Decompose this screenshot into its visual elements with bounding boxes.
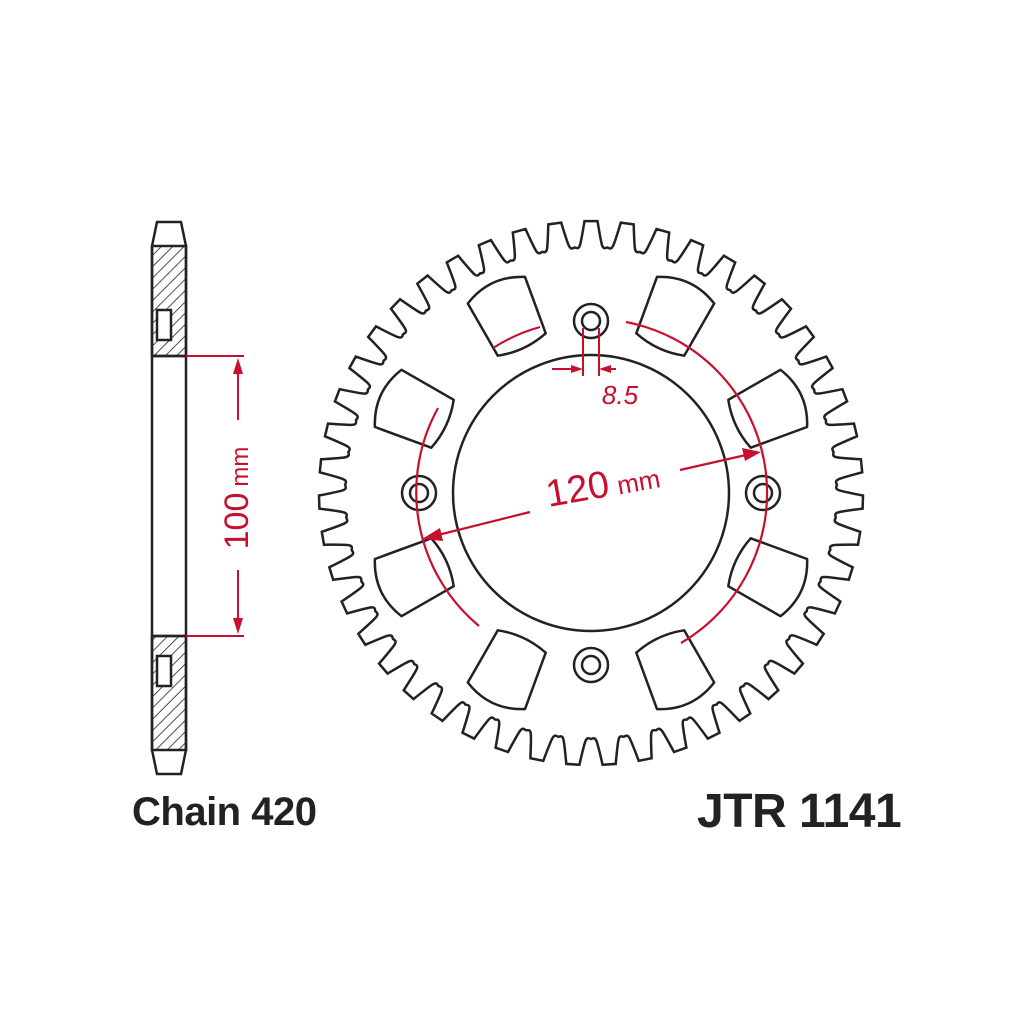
side-profile-view [150, 220, 188, 776]
bolt-hole-boss [572, 302, 610, 340]
lightening-cutout [373, 537, 455, 618]
chain-size-caption: Chain 420 [132, 790, 317, 834]
bolt-hole [580, 654, 602, 676]
bolt-hole-label: 8.5 [602, 380, 639, 410]
lightening-cutouts [373, 275, 809, 711]
bolt-circle-arc-right [625, 320, 769, 644]
bolt-hole-boss [744, 474, 782, 512]
lightening-cutout [727, 368, 809, 449]
side-profile-outline [150, 220, 188, 776]
bolt-hole [752, 482, 774, 504]
lightening-cutout [727, 537, 809, 618]
bolt-holes [400, 302, 782, 684]
sprocket-front-view [317, 219, 865, 767]
center-bore [451, 353, 731, 633]
side-hatch-lower [150, 634, 188, 752]
sprocket-teeth-outline [317, 219, 865, 767]
part-number-caption: JTR 1141 [697, 785, 902, 838]
lightening-cutout [466, 629, 547, 711]
bolt-hole-boss [572, 646, 610, 684]
lightening-cutout [373, 368, 455, 449]
bolt-hole [408, 482, 430, 504]
bolt-hole-boss [400, 474, 438, 512]
hub-height-dimension [186, 355, 244, 637]
side-bolt-notch-lower [155, 654, 173, 688]
bolt-circle-arc-top-left [492, 325, 541, 349]
bolt-hole [580, 310, 602, 332]
bolt-circle-arc-left [415, 407, 480, 627]
bolt-hole-dimension [552, 328, 616, 376]
bolt-circle-arcs [415, 320, 769, 644]
lightening-cutout [466, 275, 547, 357]
lightening-cutout [635, 275, 716, 357]
center-bore-dimension [422, 448, 761, 541]
hub-height-label: 100mm [218, 447, 256, 550]
side-bolt-notch-upper [155, 308, 173, 342]
lightening-cutout [635, 629, 716, 711]
